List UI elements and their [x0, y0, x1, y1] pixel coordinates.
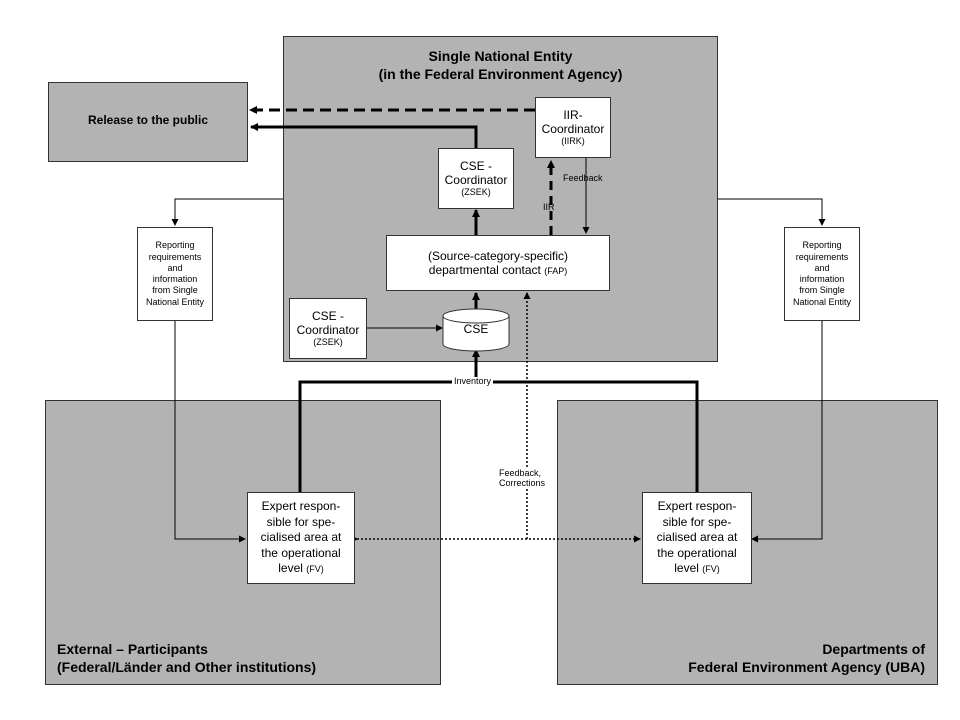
reporting-right-to-expert [751, 321, 823, 543]
feedback-corrections-line2: Corrections [499, 477, 546, 488]
iir-label: IIR [543, 202, 555, 212]
external-participants-box: External – Participants (Federal/Länder … [45, 400, 441, 685]
zsek-left-line2: Coordinator [296, 323, 360, 338]
reporting-left-line: information [152, 274, 198, 284]
sne-title-line1: Single National Entity [428, 48, 573, 64]
inventory-path-left [298, 380, 476, 492]
iirk-line1: IIR- [563, 107, 583, 122]
release-to-public-box: Release to the public [48, 82, 248, 162]
fap-line1: (Source-category-specific) [427, 248, 569, 263]
reporting-right-line: from Single [799, 285, 845, 296]
expert-left-line: the operational [261, 545, 341, 560]
feedback-corrections-label: Feedback, Corrections [499, 468, 546, 489]
zsek-top-line2: Coordinator [444, 173, 508, 188]
reporting-right-box: Reporting requirements and information f… [784, 227, 860, 321]
iirk-line2: Coordinator [541, 122, 605, 137]
reporting-left-line: from Single [152, 285, 198, 296]
sne-title-line2: (in the Federal Environment Agency) [378, 66, 623, 82]
cse-release-arrow [250, 123, 478, 148]
reporting-left-box: Reporting requirements and information f… [137, 227, 213, 321]
expert-right-abbr: (FV) [702, 564, 720, 575]
expert-right-level: level [674, 561, 699, 576]
expert-left-line: cialised area at [260, 530, 342, 545]
expert-left-last: level (FV) [278, 561, 324, 577]
cse-coordinator-left-box: CSE - Coordinator (ZSEK) [289, 298, 367, 359]
expert-right-line: the operational [657, 545, 737, 560]
departments-title-line2: Federal Environment Agency (UBA) [688, 659, 925, 675]
feedback-label: Feedback [563, 173, 603, 183]
expert-right-line: cialised area at [656, 530, 738, 545]
reporting-left-line: requirements [148, 251, 202, 262]
departments-title-line1: Departments of [822, 641, 925, 657]
external-title-line2: (Federal/Länder and Other institutions) [57, 659, 317, 675]
expert-right-line: Expert respon- [657, 499, 737, 514]
fap-line2: departmental contact (FAP) [429, 263, 567, 277]
reporting-right-line: requirements [795, 251, 849, 262]
expert-left-level: level [278, 561, 303, 576]
release-label: Release to the public [87, 113, 209, 127]
fap-line2-text: departmental contact [428, 263, 541, 277]
reporting-right-line: information [799, 274, 845, 284]
sne-to-reporting-right [718, 198, 826, 226]
zsek-top-line1: CSE - [459, 158, 492, 173]
inventory-label: Inventory [452, 376, 494, 387]
expert-right-last: level (FV) [674, 561, 720, 577]
reporting-left-line: and [167, 262, 183, 273]
cse-database-icon [442, 308, 510, 352]
expert-left-abbr: (FV) [306, 564, 324, 575]
expert-left-line: Expert respon- [261, 499, 341, 514]
external-title-line1: External – Participants [57, 641, 208, 657]
zsek-left-line1: CSE - [311, 308, 344, 323]
expert-left-line: sible for spe- [266, 514, 336, 529]
sne-to-reporting-left [171, 198, 283, 226]
expert-right-box: Expert respon- sible for spe- cialised a… [642, 492, 752, 584]
inventory-path-right [476, 380, 699, 492]
fap-box: (Source-category-specific) departmental … [386, 235, 610, 291]
expert-right-line: sible for spe- [662, 514, 732, 529]
reporting-left-line: Reporting [155, 240, 195, 251]
reporting-right-line: and [814, 262, 830, 273]
cse-db-label: CSE [463, 322, 489, 336]
fap-abbr: (FAP) [544, 266, 568, 276]
reporting-left-line: National Entity [145, 296, 205, 307]
iir-coordinator-box: IIR- Coordinator (IIRK) [535, 97, 611, 158]
iirk-line3: (IIRK) [561, 136, 585, 147]
cse-coordinator-top-box: CSE - Coordinator (ZSEK) [438, 148, 514, 209]
feedback-corrections-line1: Feedback, [499, 468, 542, 478]
reporting-right-line: National Entity [792, 296, 852, 307]
expert-left-box: Expert respon- sible for spe- cialised a… [247, 492, 355, 584]
zsek-top-line3: (ZSEK) [461, 187, 491, 198]
reporting-right-line: Reporting [802, 240, 842, 251]
zsek-left-line3: (ZSEK) [313, 337, 343, 348]
reporting-left-to-expert [174, 321, 246, 543]
